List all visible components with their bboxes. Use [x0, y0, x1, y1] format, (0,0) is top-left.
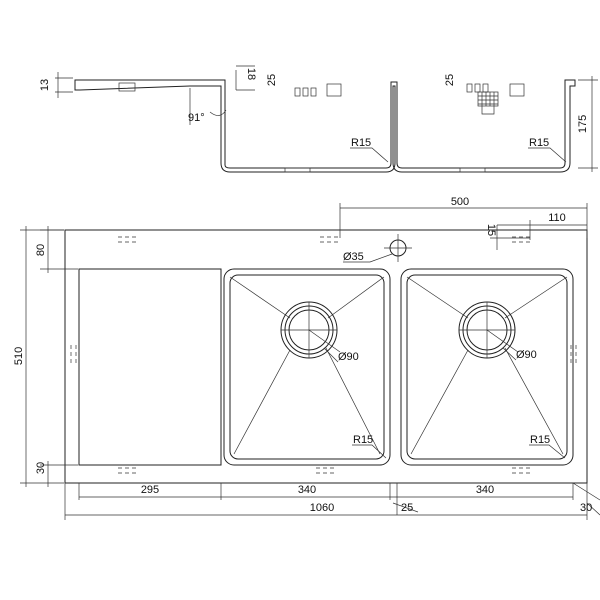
- plan-radius-left-leader: [352, 444, 387, 459]
- dim-13: 13: [39, 79, 51, 91]
- right-bowl-outer: [400, 268, 574, 466]
- waste-stub-left: [284, 167, 311, 173]
- dim-30-right: 30: [580, 502, 592, 514]
- tap-hole-leader: [343, 253, 393, 263]
- dim-15: 15: [485, 224, 497, 236]
- left-bowl-outer: [223, 268, 391, 466]
- angle-arc: [209, 109, 227, 116]
- drainer-area: [78, 268, 222, 466]
- dim-340-right: 340: [476, 484, 494, 496]
- dim-80: 80: [35, 244, 47, 256]
- left-waste-cross: [281, 302, 341, 358]
- waste-left-label: Ø90: [338, 351, 359, 363]
- dim-500-line: [339, 203, 588, 238]
- dim-175: 175: [577, 115, 589, 133]
- dim-chain-line: [78, 483, 574, 500]
- dim-110: 110: [548, 212, 566, 224]
- dim-13-line: [55, 72, 73, 98]
- left-bowl-inner: [229, 274, 385, 460]
- side-view: 13 18 25 25 91° R15 R15 175: [39, 65, 598, 173]
- dim-110-line: [497, 220, 587, 240]
- plan-outline: [64, 229, 588, 484]
- right-bowl: [400, 268, 574, 466]
- plan-radius-right: R15: [530, 434, 550, 446]
- dim-295: 295: [141, 484, 159, 496]
- angle-91: 91°: [188, 112, 205, 124]
- side-radius-right-leader: [528, 147, 567, 163]
- plan-radius-right-leader: [529, 444, 566, 459]
- dim-18: 18: [245, 68, 257, 80]
- clip-side-1: [118, 82, 136, 92]
- side-radius-left: R15: [351, 137, 371, 149]
- right-bowl-inner: [406, 274, 568, 460]
- dim-340-left: 340: [298, 484, 316, 496]
- dim-510-line: [20, 226, 64, 487]
- plan-radius-left: R15: [353, 434, 373, 446]
- clip-side-2: [294, 83, 342, 97]
- tap-hole: [384, 234, 412, 262]
- dim-18-line: [235, 65, 255, 91]
- dim-1060: 1060: [310, 502, 334, 514]
- waste-left-leader: [323, 347, 339, 363]
- dim-1060-line: [64, 483, 588, 520]
- dim-15-line: [490, 225, 530, 250]
- dim-30-left: 30: [35, 462, 47, 474]
- dim-510: 510: [13, 347, 25, 365]
- dim-30-left-line: [40, 461, 78, 487]
- side-radius-right: R15: [529, 137, 549, 149]
- tap-hole-label: Ø35: [343, 251, 364, 263]
- left-bowl-slopes: [229, 276, 385, 455]
- waste-stub-right: [459, 167, 486, 173]
- waste-right-label: Ø90: [516, 349, 537, 361]
- clip-side-3: [466, 83, 525, 97]
- dim-25: 25: [401, 502, 413, 514]
- overflow-mesh: [477, 91, 499, 115]
- right-bowl-slopes: [406, 276, 568, 455]
- waste-right-leader: [502, 347, 517, 361]
- left-bowl: [223, 268, 391, 466]
- plan-view: 500 110 15 Ø35 80 510 30 Ø90 Ø90 R15 R15…: [13, 196, 600, 520]
- plan-clips: [70, 236, 577, 474]
- dim-175-line: [578, 76, 598, 172]
- dim-25-line: [392, 483, 419, 515]
- dim-25-side-right: 25: [444, 74, 456, 86]
- dim-25-side-left: 25: [266, 74, 278, 86]
- side-radius-left-leader: [350, 147, 389, 163]
- dim-30-right-line: [572, 482, 600, 516]
- right-waste-cross: [459, 302, 519, 358]
- dim-500: 500: [451, 196, 469, 208]
- side-drainer-outline: [74, 79, 576, 173]
